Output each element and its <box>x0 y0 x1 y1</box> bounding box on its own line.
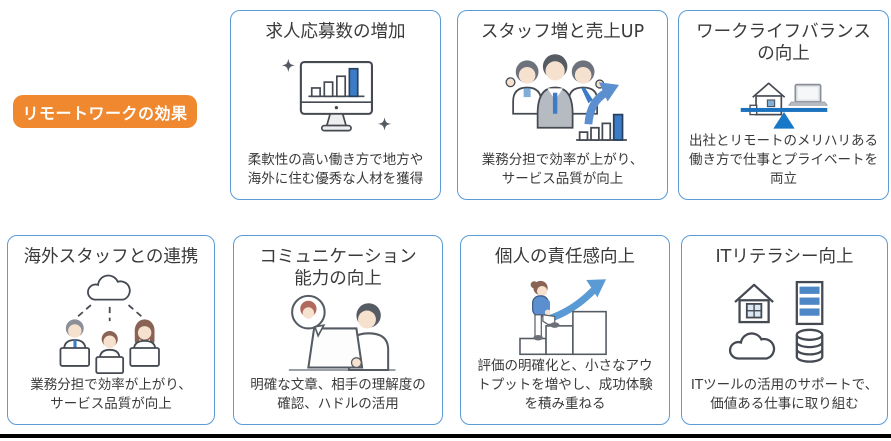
card-job-applications: 求人応募数の増加 柔軟性の高い働き方で地方や 海外に住む優秀な人材を獲得 <box>230 10 441 200</box>
card-title: ITリテラシー向上 <box>715 247 854 267</box>
card-overseas-staff: 海外スタッフとの連携 <box>7 235 215 425</box>
card-title: コミュニケーション 能力の向上 <box>259 247 417 289</box>
monitor-bar-chart-icon <box>236 44 435 151</box>
card-responsibility: 個人の責任感向上 評価の明確化と、小さなアウ トプットを増やし、成功体験 <box>460 235 670 425</box>
card-it-literacy: ITリテラシー向上 ITツールの活用のサポートで、 価値ある仕事に取り組む <box>681 235 888 425</box>
card-description: ITツールの活用のサポートで、 価値ある仕事に取り組む <box>690 377 879 413</box>
it-tools-icon <box>687 269 882 376</box>
house-laptop-balance-icon <box>684 66 883 133</box>
cloud-remote-team-icon <box>13 269 209 376</box>
card-title: 個人の責任感向上 <box>495 247 635 267</box>
card-work-life-balance: ワークライフバランス の向上 出社とリモートのメリハリある 働き方で仕事とプライ… <box>678 10 889 200</box>
team-growth-arrow-icon <box>463 44 662 151</box>
card-description: 出社とリモートのメリハリある 働き方で仕事とプライベートを 両立 <box>689 133 878 188</box>
video-call-laptop-icon <box>239 291 437 376</box>
card-description: 評価の明確化と、小さなアウ トプットを増やし、成功体験 を積み重ねる <box>477 358 653 413</box>
remote-work-effect-badge: リモートワークの効果 <box>13 95 197 128</box>
bottom-divider-rule <box>0 434 891 438</box>
card-title: スタッフ増と売上UP <box>480 22 645 42</box>
card-communication: コミュニケーション 能力の向上 明確な文章、相手の理解度の 確認、ハドルの活用 <box>233 235 443 425</box>
step-up-arrow-icon <box>466 269 664 357</box>
card-staff-sales-up: スタッフ増と売上UP <box>457 10 668 200</box>
card-title: ワークライフバランス の向上 <box>696 22 871 64</box>
card-description: 業務分担で効率が上がり、 サービス品質が向上 <box>30 377 192 413</box>
card-title: 海外スタッフとの連携 <box>23 247 199 267</box>
card-description: 明確な文章、相手の理解度の 確認、ハドルの活用 <box>250 377 426 413</box>
card-description: 業務分担で効率が上がり、 サービス品質が向上 <box>481 152 644 188</box>
card-title: 求人応募数の増加 <box>265 22 406 42</box>
card-description: 柔軟性の高い働き方で地方や 海外に住む優秀な人材を獲得 <box>247 152 424 188</box>
